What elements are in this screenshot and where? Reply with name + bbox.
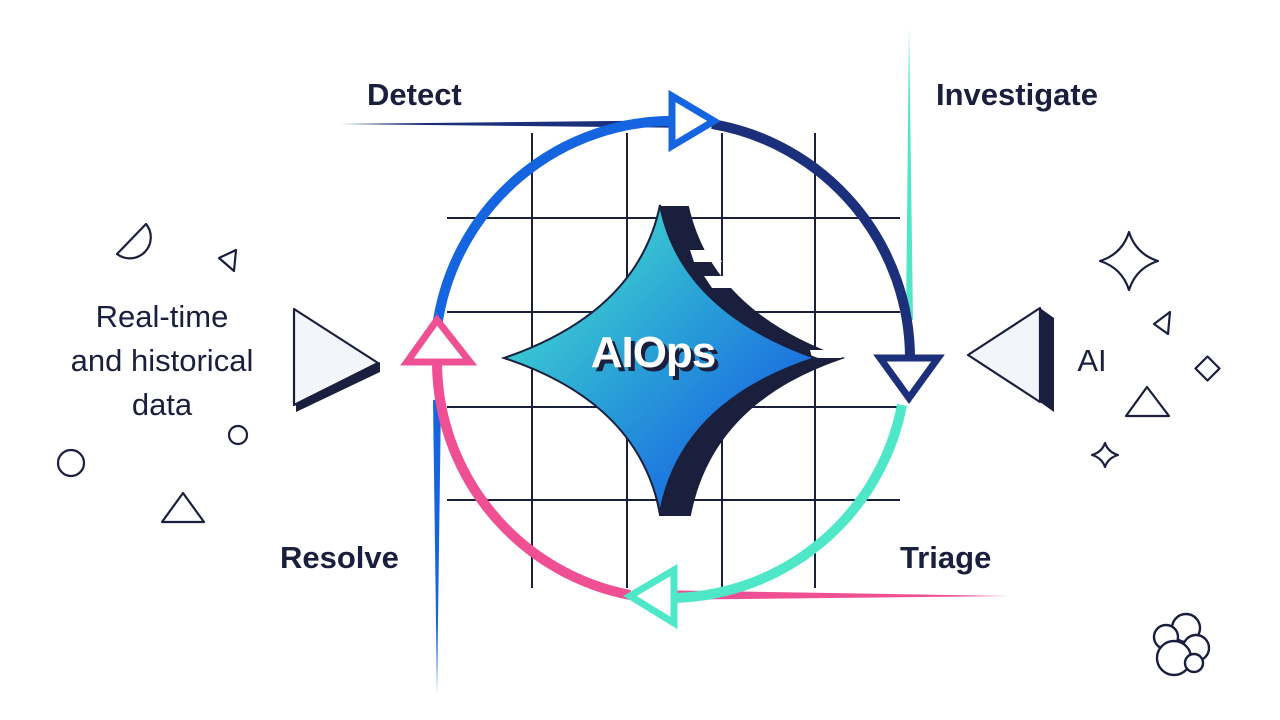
investigate-arrowhead (873, 354, 945, 404)
diamond-icon (1194, 355, 1221, 382)
triage-arrowhead (623, 563, 678, 630)
input-ai-label: AI (1077, 343, 1106, 378)
circle-icon-large (56, 448, 86, 478)
detect-arc (432, 115, 681, 328)
decorative-shapes-right (1090, 230, 1221, 469)
half-circle-icon (115, 222, 152, 260)
triage-input-line (650, 590, 1008, 600)
triangle-icon (160, 491, 206, 524)
resolve-arrowhead (400, 314, 478, 366)
small-triangle-icon-right (1152, 310, 1172, 336)
triangle-icon-right (1124, 385, 1171, 418)
center-title: AIOps (591, 328, 716, 377)
cycle-ring (432, 115, 916, 604)
aiops-star: AIOps AIOps (500, 204, 846, 516)
detect-arrowhead (668, 89, 721, 153)
resolve-input-line (433, 400, 441, 694)
decorative-shapes-left (56, 222, 249, 524)
input-data-line-2: and historical (71, 343, 254, 378)
stage-label-triage: Triage (900, 540, 991, 575)
investigate-arc (711, 119, 916, 361)
ai-input-arrow (966, 306, 1054, 412)
data-input-arrow (292, 307, 380, 412)
sparkle-icon-small (1090, 441, 1120, 469)
small-triangle-icon (217, 248, 238, 273)
investigate-input-line (906, 26, 913, 320)
logo-icon (1152, 612, 1211, 677)
star-highlight-bands (690, 250, 842, 358)
center-title-shadow: AIOps (595, 332, 720, 381)
input-data-line-1: Real-time (96, 299, 229, 334)
circle-icon-small (227, 424, 249, 446)
triage-arc (663, 404, 907, 604)
stage-label-investigate: Investigate (936, 77, 1098, 112)
resolve-arc (432, 361, 631, 600)
stage-label-detect: Detect (367, 77, 462, 112)
stage-label-resolve: Resolve (280, 540, 399, 575)
star-face (500, 204, 819, 514)
input-data-line-3: data (132, 387, 193, 422)
sparkle-icon-large (1098, 230, 1160, 292)
